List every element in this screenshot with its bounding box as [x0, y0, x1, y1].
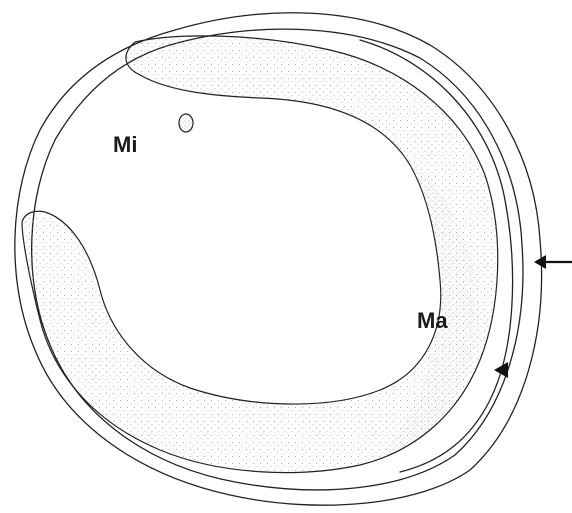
micronucleus: [179, 114, 193, 132]
label-macronucleus: Ma: [417, 308, 448, 333]
left-pointing-arrow-icon: [534, 255, 572, 269]
label-micronucleus: Mi: [113, 132, 137, 157]
triangle-arrowhead-icon: [494, 362, 508, 378]
